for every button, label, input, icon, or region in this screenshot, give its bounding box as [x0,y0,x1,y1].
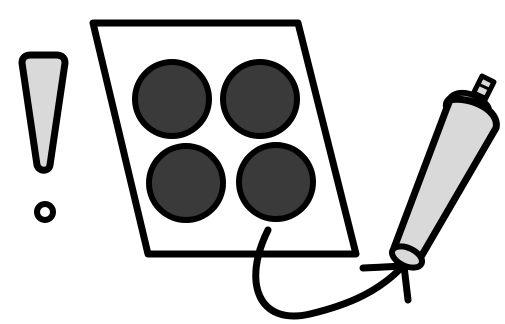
pad-top-left [132,59,212,139]
exclamation-icon [18,51,69,223]
exclamation-dot [34,201,56,223]
connector-plug-icon [389,73,500,271]
panel-frame [89,19,360,258]
pad-bottom-right [236,142,316,222]
four-pad-panel-icon [89,19,360,258]
arrow-shaft [252,226,406,320]
pad-top-right [220,59,300,139]
exclamation-bar [18,51,69,174]
plug-rim [389,243,425,271]
pad-bottom-left [146,143,226,223]
plug-body [390,95,500,269]
